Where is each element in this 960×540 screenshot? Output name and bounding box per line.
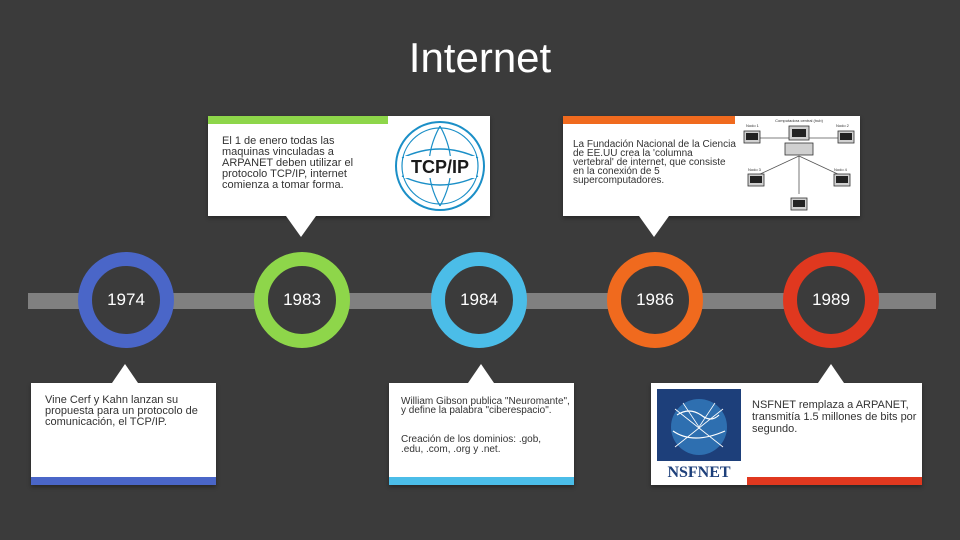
card-accent-bar <box>563 116 735 124</box>
year-label: 1986 <box>636 290 674 309</box>
event-text: NSFNET remplaza a ARPANET, transmitía 1.… <box>752 399 917 435</box>
event-card-1986: La Fundación Nacional de la Ciencia de E… <box>563 116 860 216</box>
event-card-1984: William Gibson publica "Neuromante", y d… <box>389 383 574 485</box>
page-title: Internet <box>408 34 552 81</box>
node-label: Nodo 1 <box>746 123 760 128</box>
network-diagram: Computadora central (hub) Nodo 1 Nodo 2 … <box>738 116 860 216</box>
event-card-1983: El 1 de enero todas las maquinas vincula… <box>208 116 490 216</box>
year-1989-ring: 1989 <box>783 252 879 348</box>
nsfnet-globe-icon: NSFNET <box>657 389 741 481</box>
year-label: 1984 <box>460 290 498 309</box>
event-card-1974: Vine Cerf y Kahn lanzan su propuesta par… <box>31 383 216 485</box>
card-accent-bar <box>747 477 922 485</box>
event-text-secondary: Creación de los dominios: .gob, .edu, .c… <box>401 434 542 455</box>
card-pointer <box>286 216 316 237</box>
year-1984-ring: 1984 <box>431 252 527 348</box>
year-label: 1983 <box>283 290 321 309</box>
node-label: Nodo 4 <box>834 167 848 172</box>
year-1986-ring: 1986 <box>607 252 703 348</box>
tcp-ip-label: TCP/IP <box>410 157 468 177</box>
node-label: Nodo 3 <box>748 167 762 172</box>
hub-label: Computadora central (hub) <box>775 118 823 123</box>
year-1983-ring: 1983 <box>254 252 350 348</box>
event-text: El 1 de enero todas las maquinas vincula… <box>222 135 354 191</box>
node-label: Nodo 2 <box>836 123 850 128</box>
event-card-1989: NSFNET NSFNET remplaza a ARPANET, transm… <box>651 383 922 485</box>
card-pointer <box>112 364 138 383</box>
card-accent-bar <box>208 116 388 124</box>
card-pointer <box>818 364 844 383</box>
card-accent-bar <box>389 477 574 485</box>
event-text: Vine Cerf y Kahn lanzan su propuesta par… <box>45 394 198 428</box>
card-pointer <box>639 216 669 237</box>
year-label: 1974 <box>107 290 145 309</box>
tcp-ip-globe-icon: TCP/IP <box>394 121 485 211</box>
event-text: La Fundación Nacional de la Ciencia de E… <box>573 139 736 186</box>
computer-network-icon: Computadora central (hub) Nodo 1 Nodo 2 … <box>743 118 855 211</box>
year-label: 1989 <box>812 290 850 309</box>
card-pointer <box>468 364 494 383</box>
tcp-ip-logo: TCP/IP <box>389 116 490 216</box>
year-1974-ring: 1974 <box>78 252 174 348</box>
nsfnet-label: NSFNET <box>667 464 730 481</box>
nsfnet-logo: NSFNET <box>651 383 747 485</box>
event-text: William Gibson publica "Neuromante", y d… <box>401 396 570 416</box>
card-accent-bar <box>31 477 216 485</box>
